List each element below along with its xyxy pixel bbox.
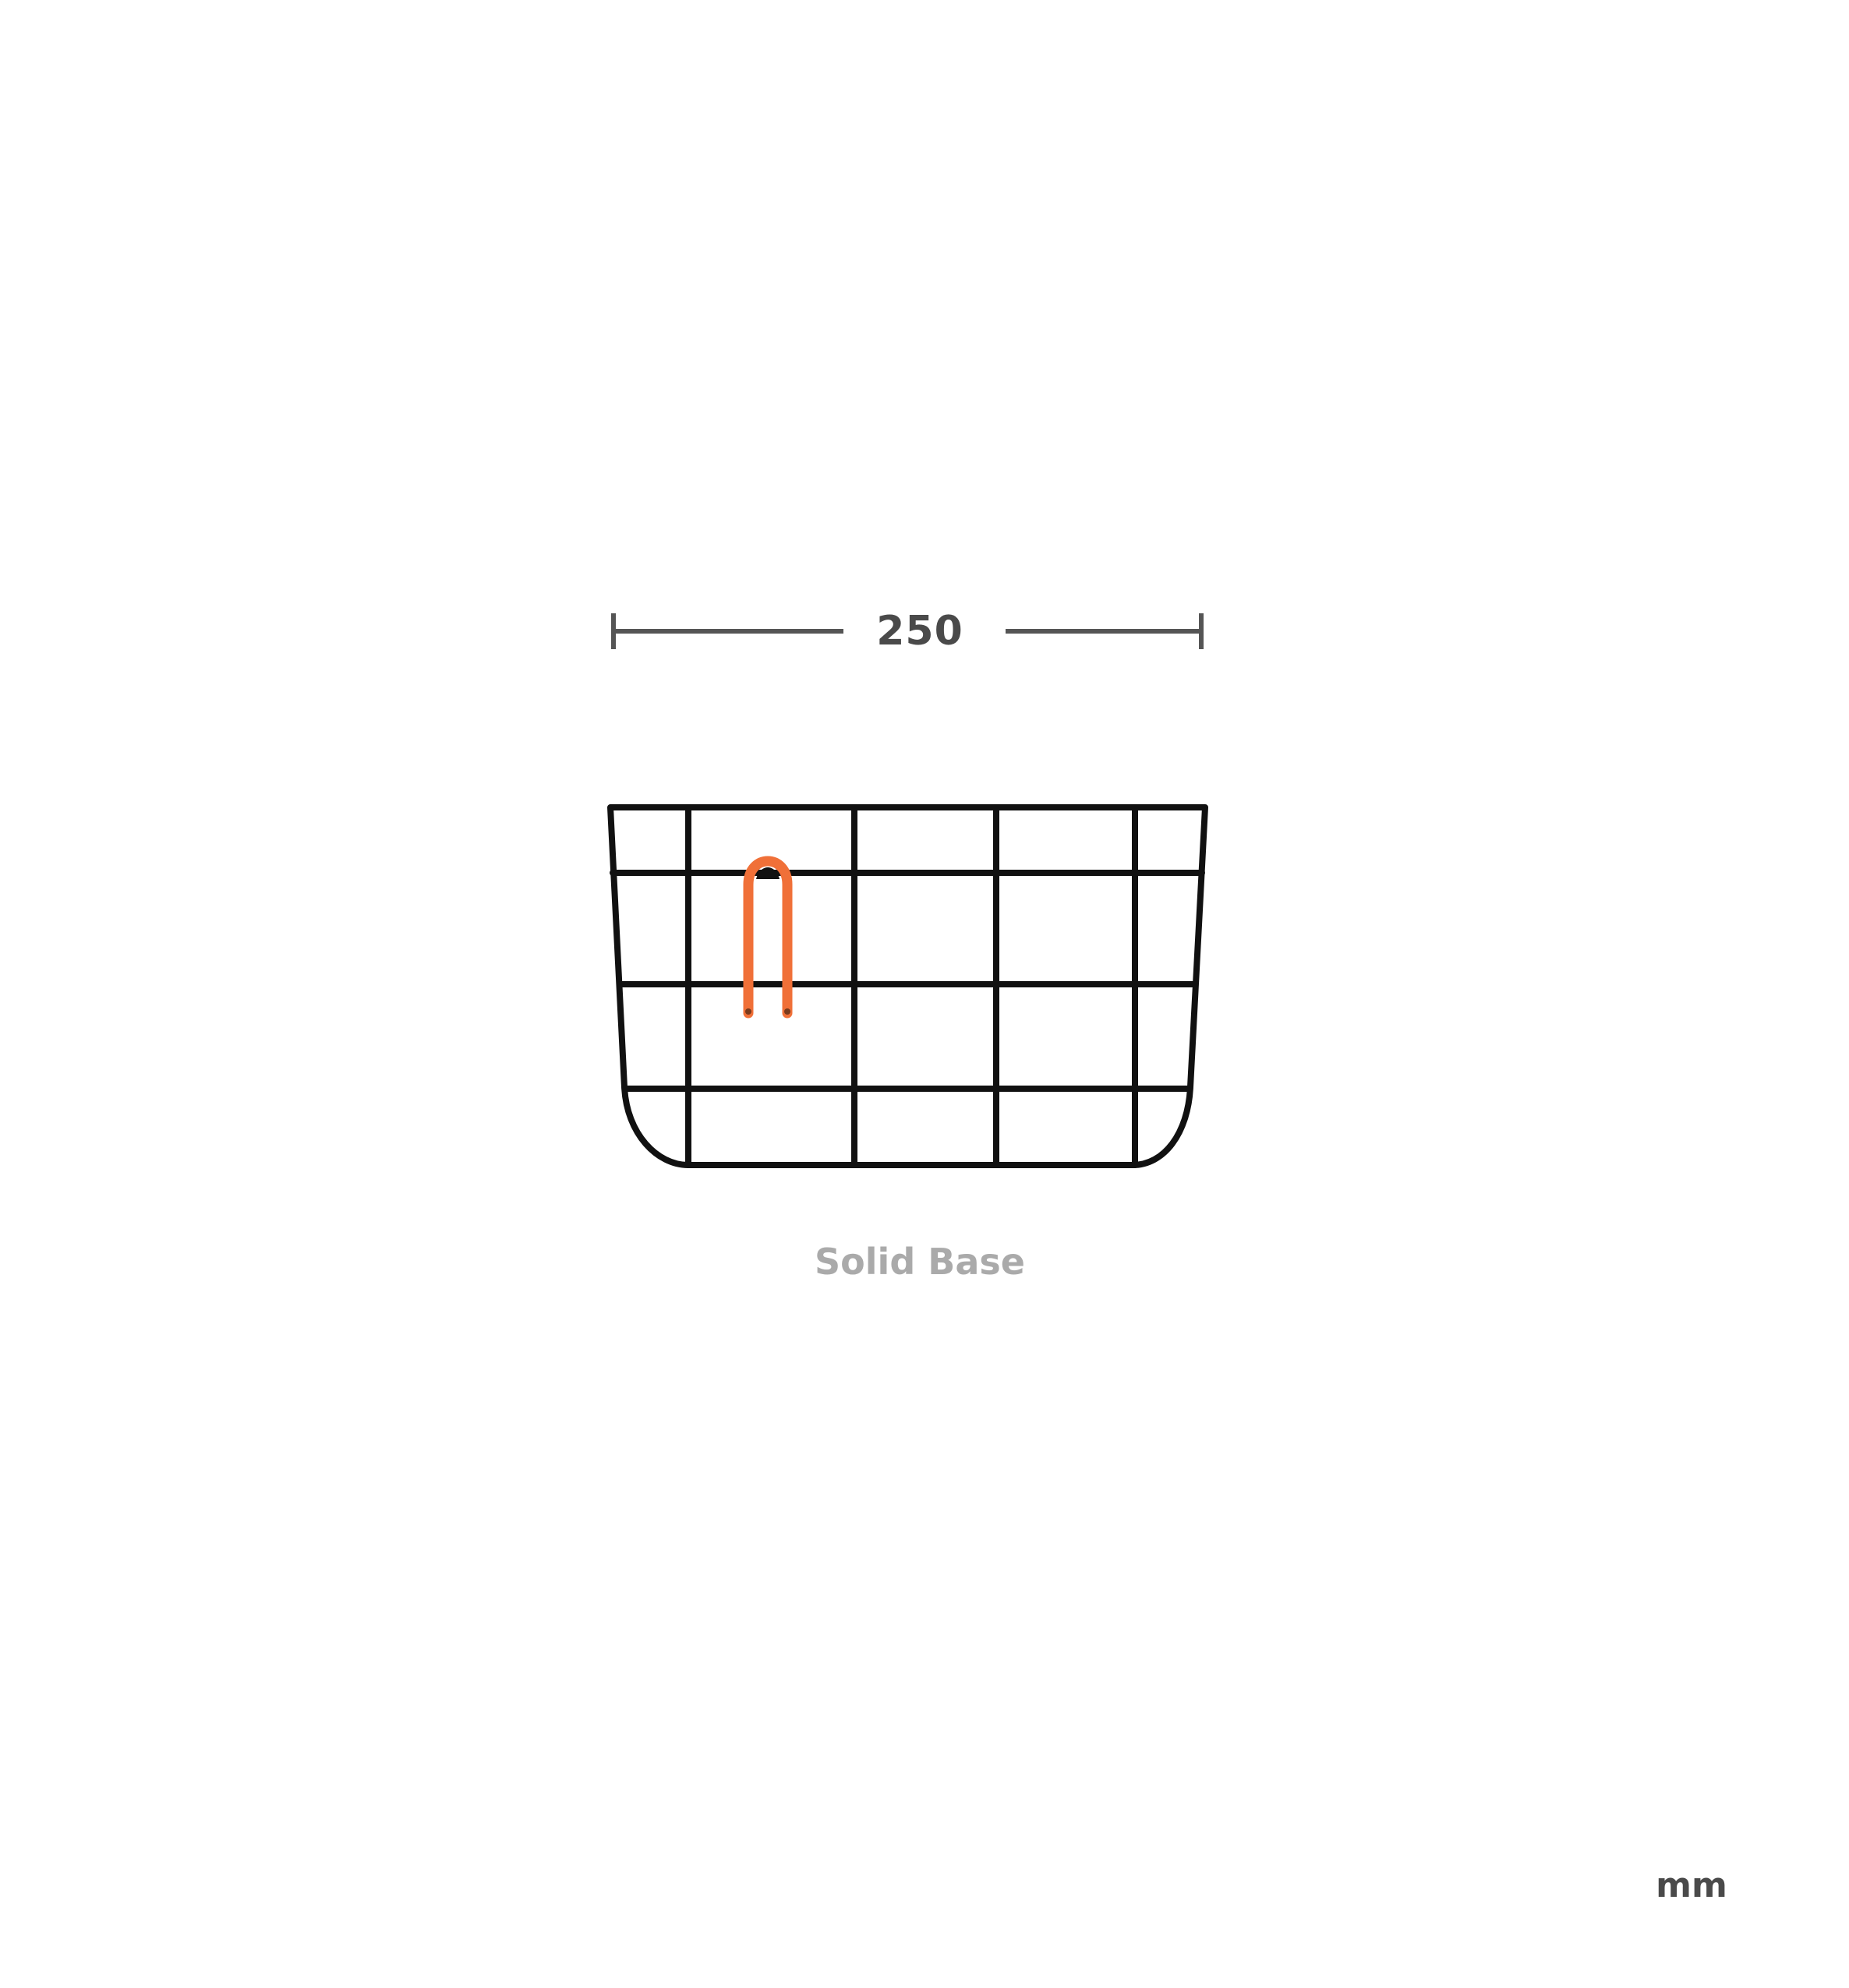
strap-rivet-right (784, 1008, 790, 1015)
orange-strap-icon (743, 856, 793, 1019)
width-dimension-line (611, 613, 1204, 649)
strap-slot (756, 867, 780, 879)
strap-loop (743, 856, 793, 1019)
strap-rivet-left (745, 1008, 751, 1015)
dimension-value: 250 (876, 608, 963, 655)
basket-caption: Solid Base (815, 1241, 1025, 1283)
unit-label: mm (1656, 1866, 1727, 1905)
wire-basket-icon (607, 804, 1208, 1168)
